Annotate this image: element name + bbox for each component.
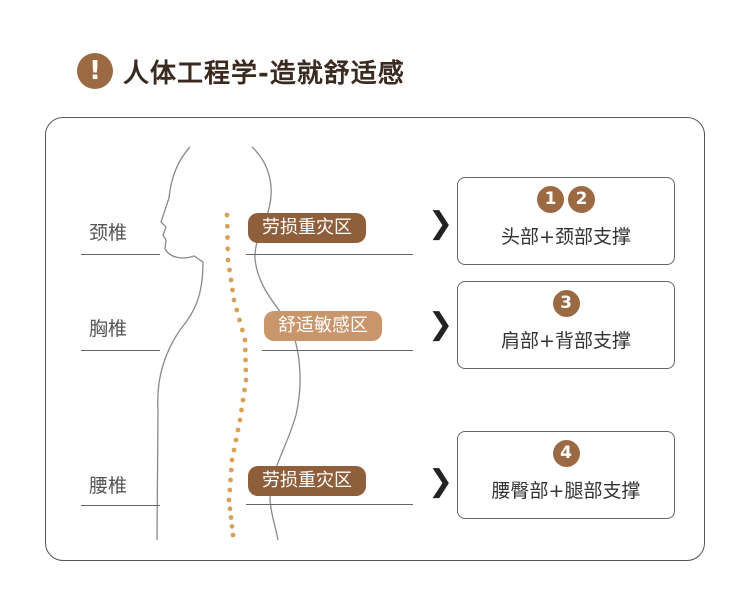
label-underline — [81, 505, 160, 506]
support-numbers: 1 2 — [458, 186, 674, 213]
support-box-waist-legs: 4 腰臀部+腿部支撑 — [457, 431, 675, 519]
vertebra-label-lumbar: 腰椎 — [89, 475, 128, 497]
zone-badge-strain-lumbar: 劳损重灾区 — [248, 466, 366, 496]
support-label: 肩部+背部支撑 — [501, 330, 631, 352]
section-title: 人体工程学-造就舒适感 — [123, 58, 405, 89]
number-badge: 2 — [568, 186, 595, 213]
exclamation-icon: ! — [77, 53, 113, 89]
support-label: 腰臀部+腿部支撑 — [491, 480, 641, 502]
chevron-right-icon: ❯ — [428, 206, 454, 241]
zone-badge-strain-neck: 劳损重灾区 — [248, 213, 366, 243]
zone-badge-comfort: 舒适敏感区 — [264, 311, 382, 341]
support-box-shoulder-back: 3 肩部+背部支撑 — [457, 281, 675, 369]
label-underline — [81, 350, 160, 351]
support-box-head-neck: 1 2 头部+颈部支撑 — [457, 177, 675, 265]
number-badge: 3 — [552, 290, 580, 317]
vertebra-label-cervical: 颈椎 — [89, 222, 128, 244]
label-underline — [81, 254, 160, 255]
section-header: ! 人体工程学-造就舒适感 — [77, 51, 405, 91]
zone-underline — [262, 350, 413, 351]
zone-underline — [246, 504, 413, 505]
chevron-right-icon: ❯ — [428, 307, 454, 342]
zone-underline — [246, 254, 413, 255]
chevron-right-icon: ❯ — [428, 464, 454, 499]
vertebra-label-thoracic: 胸椎 — [89, 318, 128, 340]
support-label: 头部+颈部支撑 — [501, 226, 631, 248]
support-numbers: 4 — [458, 440, 674, 467]
number-badge: 4 — [552, 440, 580, 467]
number-badge: 1 — [537, 186, 564, 213]
support-numbers: 3 — [458, 290, 674, 317]
